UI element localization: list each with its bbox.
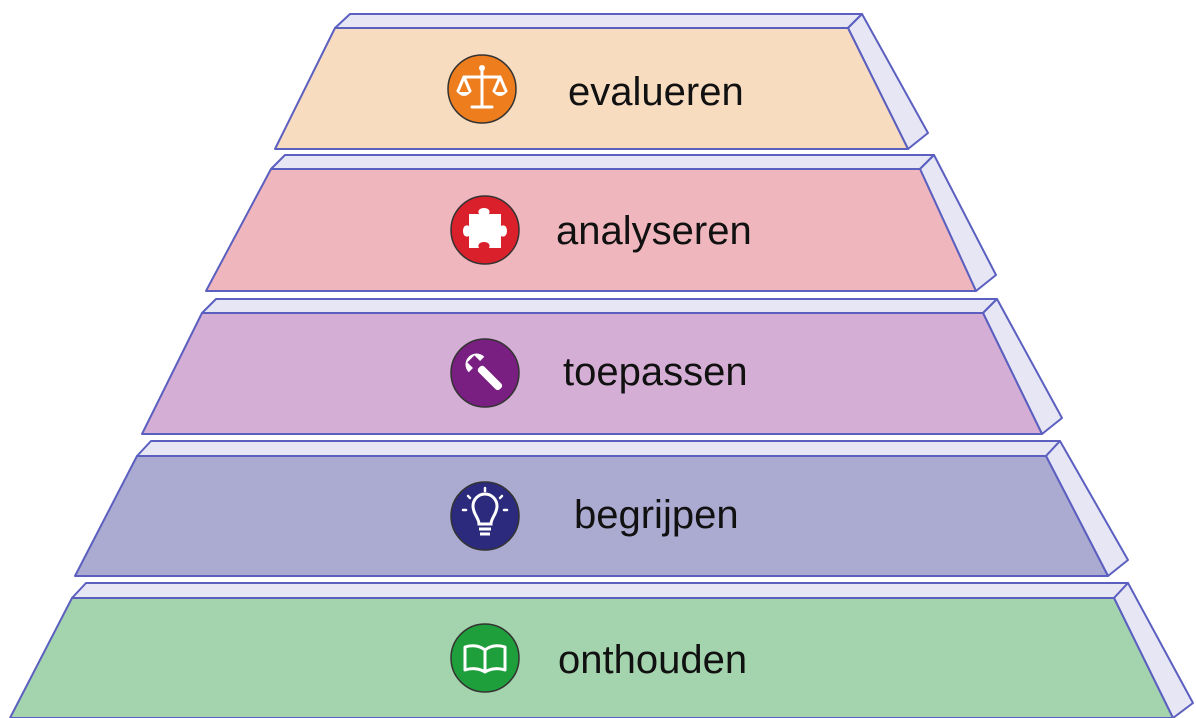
tier-top-edge [201,298,998,314]
tier-top-edge [270,154,935,170]
tier-face [205,168,977,292]
tier-top-edge [334,13,863,29]
pyramid-level-toepassen: toepassen [141,298,1063,435]
balance-scale-icon [447,54,517,124]
pyramid-level-onthouden: onthouden [9,582,1194,718]
tier-label: analyseren [556,209,752,253]
pyramid-level-analyseren: analyseren [205,154,997,292]
tier-face [74,455,1109,577]
tier-label: evalueren [568,70,744,114]
tier-top-edge [71,582,1129,599]
tier-top-edge [136,440,1061,457]
wrench-icon [450,338,520,408]
lightbulb-icon [450,481,520,551]
tier-label: onthouden [558,638,747,682]
pyramid-level-evalueren: evalueren [274,13,929,150]
tier-face [141,312,1043,435]
tier-face [274,27,909,150]
tier-label: toepassen [563,350,748,394]
tier-face [9,597,1174,718]
pyramid-level-begrijpen: begrijpen [74,440,1129,577]
tier-label: begrijpen [574,493,739,537]
open-book-icon [450,623,520,693]
puzzle-piece-icon [450,195,520,265]
